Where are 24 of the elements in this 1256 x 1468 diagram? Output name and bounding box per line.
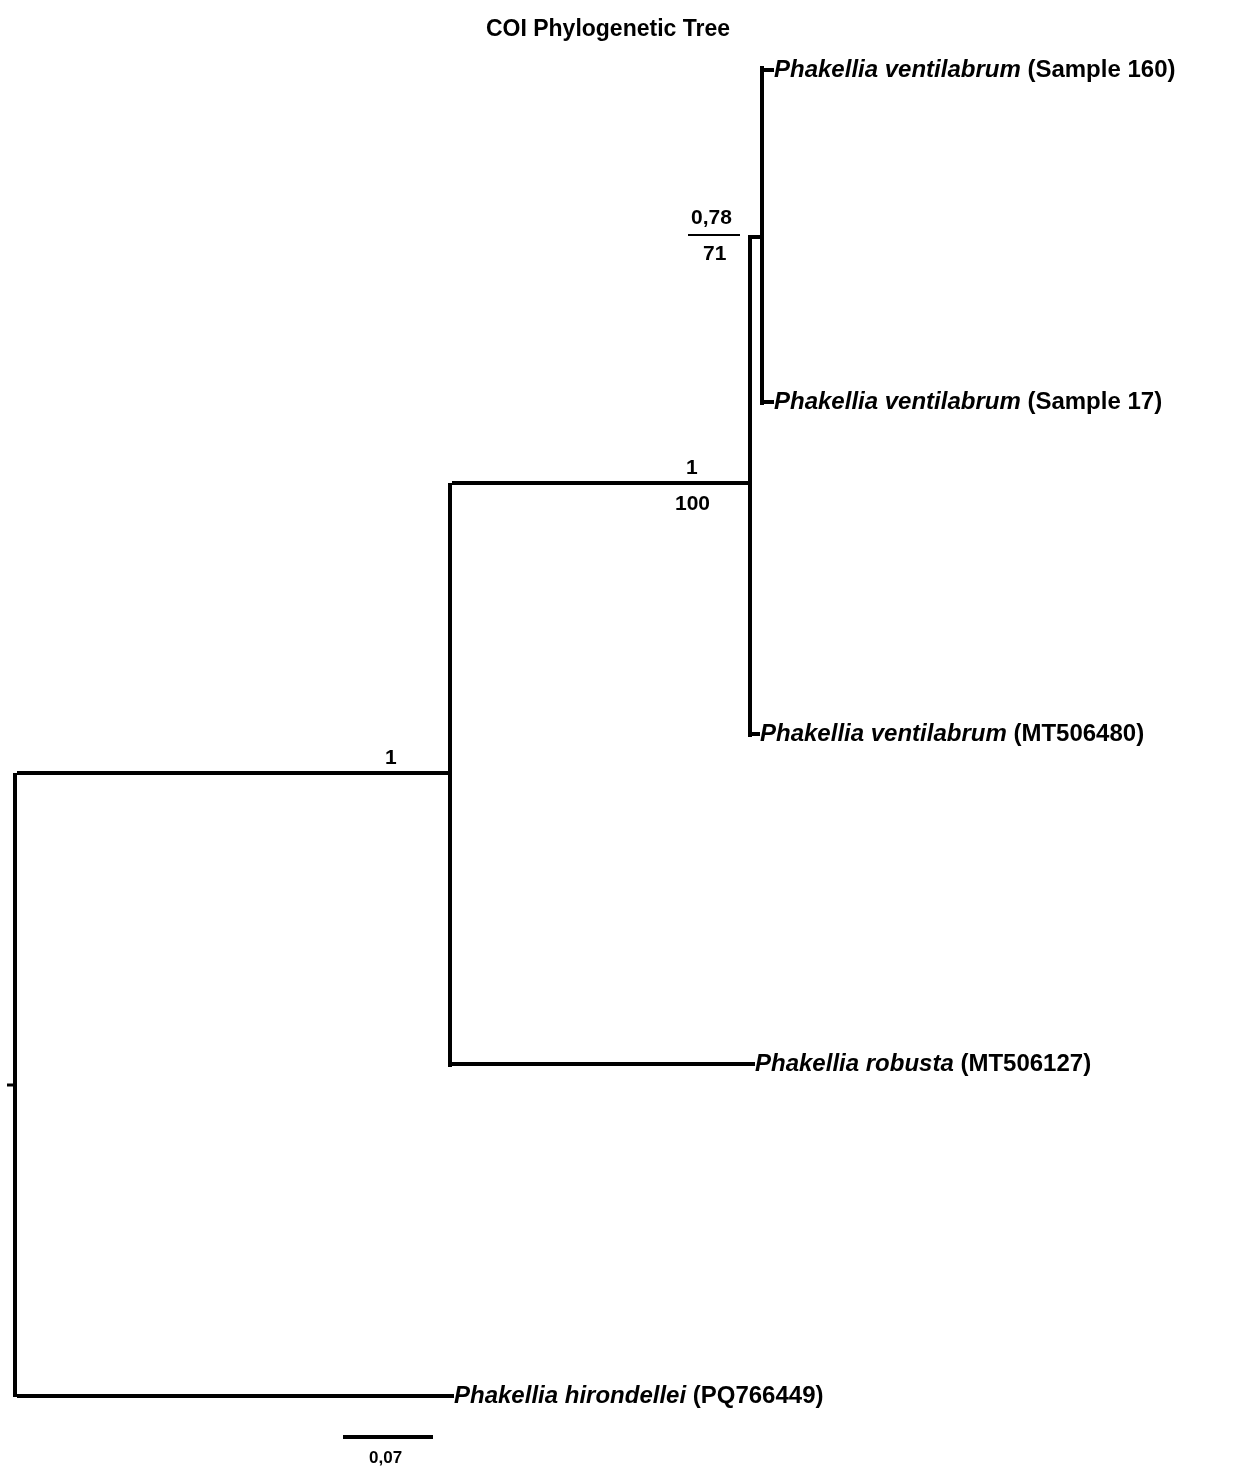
branch-node: [760, 66, 764, 405]
tree-branch: [17, 771, 448, 775]
support-value: 1: [686, 456, 698, 477]
tree-branch: [764, 68, 774, 72]
taxon-label: Phakellia ventilabrum (MT506480): [760, 721, 1145, 745]
tree-branch: [17, 1394, 454, 1398]
branch-node: [748, 235, 752, 737]
branch-node: [13, 773, 17, 1397]
tree-branch: [764, 400, 774, 404]
branch-node: [448, 483, 452, 1067]
taxon-label: Phakellia ventilabrum (Sample 160): [774, 57, 1176, 81]
tree-branch: [752, 732, 760, 736]
tree-branch: [752, 235, 760, 239]
support-value: 71: [703, 242, 727, 263]
taxon-label: Phakellia ventilabrum (Sample 17): [774, 389, 1163, 413]
tree-branch: [452, 481, 748, 485]
chart-title: COI Phylogenetic Tree: [484, 17, 732, 40]
scale-label: 0,07: [369, 1449, 403, 1466]
taxon-label: Phakellia hirondellei (PQ766449): [454, 1383, 824, 1407]
support-value: 1: [385, 746, 397, 767]
taxon-label: Phakellia robusta (MT506127): [755, 1051, 1092, 1075]
support-value: 100: [675, 492, 711, 513]
tree-branch: [452, 1062, 755, 1066]
support-value: 0,78: [691, 206, 732, 227]
